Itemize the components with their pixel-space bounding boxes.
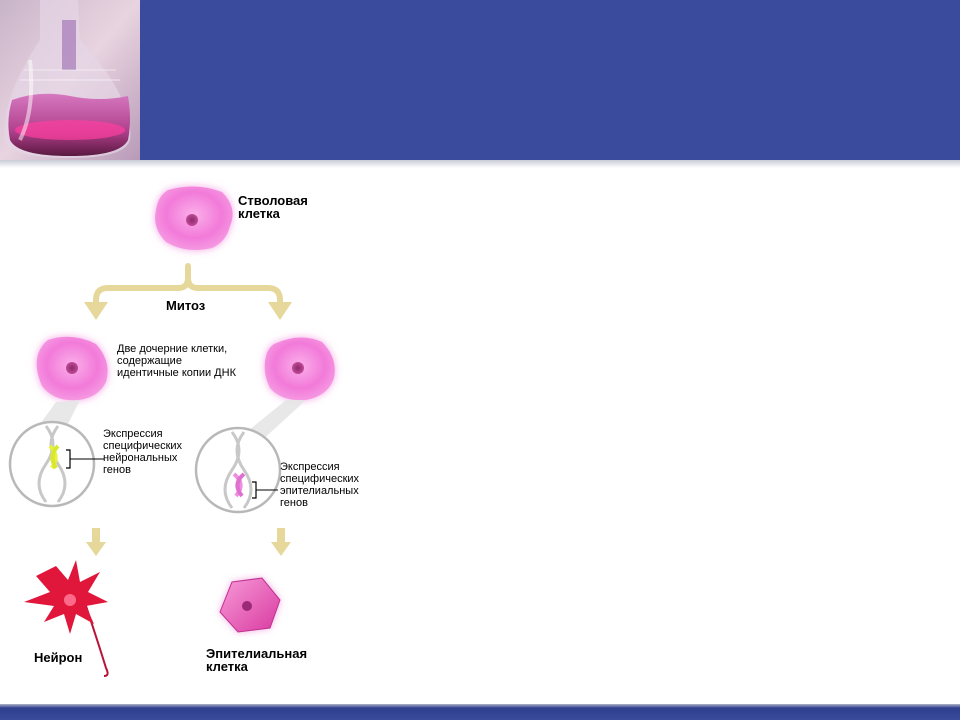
neuron-nucleus <box>64 594 76 606</box>
flask-photo <box>0 0 140 160</box>
footer-band <box>0 704 960 720</box>
epithelial-gene-segment <box>232 472 246 498</box>
mitosis-arrow-left <box>84 302 108 320</box>
mitosis-arrow-right <box>268 302 292 320</box>
arrow-to-epithelial <box>271 528 291 556</box>
epithelial-cell-label: Эпителиальная клетка <box>206 646 308 674</box>
dna-magnifier-left <box>8 420 104 508</box>
epithelial-nucleus <box>242 601 252 611</box>
neuron-cell <box>24 560 109 677</box>
epithelial-expression-label: Экспрессия специфических эпителиальных г… <box>280 461 360 509</box>
stem-cell <box>155 186 233 250</box>
stem-cell-differentiation-diagram <box>8 186 335 677</box>
neuronal-expression-label: Экспрессия специфических нейрональных ге… <box>103 428 183 476</box>
neuron-label: Нейрон <box>34 650 83 665</box>
daughter-cell-left-nucleus <box>66 362 78 374</box>
stem-cell-nucleus <box>186 214 198 226</box>
header-divider <box>0 160 960 168</box>
daughter-cell-right <box>264 337 335 401</box>
epithelial-cell <box>219 577 281 633</box>
daughter-cell-right-nucleus <box>292 362 304 374</box>
arrow-to-neuron <box>86 528 106 556</box>
neuronal-gene-segment <box>48 444 60 470</box>
mitosis-bracket <box>93 263 283 309</box>
header-band <box>0 0 960 160</box>
daughter-cell-left <box>36 336 108 401</box>
mitosis-label: Митоз <box>166 298 206 313</box>
dna-magnifier-right <box>194 426 282 514</box>
daughter-cells-label: Две дочерние клетки, содержащие идентичн… <box>117 343 236 379</box>
stem-cell-label: Стволовая клетка <box>238 193 308 221</box>
